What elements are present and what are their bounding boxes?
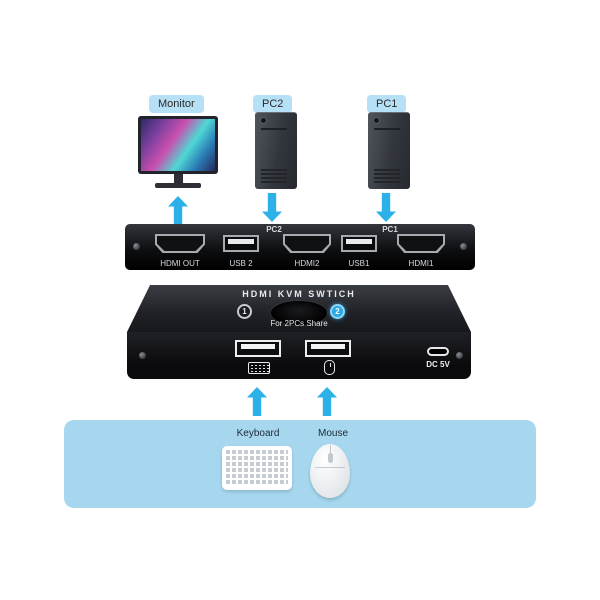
rear-panel: PC2 PC1 HDMI OUT USB 2 HDMI2 USB1 HDMI1 (125, 224, 475, 270)
mouse-usb-port (305, 340, 351, 357)
tower-vents (374, 169, 400, 183)
monitor-up-arrow-icon (168, 196, 188, 225)
pc1-down-arrow-icon (376, 193, 396, 222)
mouse-image (310, 444, 350, 498)
switch-front-face: DC 5V (127, 332, 471, 379)
tower-vents (261, 169, 287, 183)
device-title: HDMI KVM SWTICH (242, 289, 356, 299)
pc1-label: PC1 (367, 95, 407, 113)
keyboard-image (222, 446, 292, 490)
hdmi2-port (283, 234, 331, 253)
mouse-caption: Mouse (317, 428, 348, 439)
drive-slot (374, 128, 400, 130)
keyboard-caption: Keyboard (236, 428, 280, 439)
usb1-port (341, 235, 377, 252)
select-button-1: 1 (237, 304, 252, 319)
select-button-2: 2 (330, 304, 345, 319)
monitor-stand-neck (173, 174, 183, 183)
device-subtitle: For 2PCs Share (270, 319, 328, 328)
screw-icon (460, 243, 467, 250)
usb1-port-label: USB1 (348, 259, 370, 268)
port-shell (397, 234, 445, 253)
keyboard-usb-port (235, 340, 281, 357)
switch-top-face: HDMI KVM SWTICH 1 2 For 2PCs Share (127, 285, 471, 332)
mouse-scroll-wheel (327, 453, 333, 463)
drive-slot (261, 128, 287, 130)
power-button-icon (261, 118, 266, 123)
monitor-frame (138, 116, 218, 174)
port-cavity (157, 236, 203, 251)
pc2-label: PC2 (253, 95, 293, 113)
monitor-label: Monitor (149, 95, 204, 113)
monitor-screen (141, 119, 215, 171)
mouse-seam (315, 467, 345, 468)
monitor-image (138, 116, 218, 194)
usb-tongue (311, 344, 345, 349)
pc2-tower-image (255, 112, 297, 189)
port-cavity (285, 236, 329, 251)
screw-icon (456, 352, 463, 359)
hdmi-out-port-label: HDMI OUT (160, 259, 200, 268)
peripherals-panel: Keyboard Mouse (64, 420, 536, 508)
pc2-down-arrow-icon (262, 193, 282, 222)
monitor-stand-base (155, 183, 201, 188)
hdmi1-port (397, 234, 445, 253)
keyboard-keys (226, 450, 288, 486)
rear-group-label-pc2: PC2 (266, 225, 282, 234)
rear-group-label-pc1: PC1 (382, 225, 398, 234)
screw-icon (133, 243, 140, 250)
hdmi2-port-label: HDMI2 (294, 259, 320, 268)
power-button-icon (374, 118, 379, 123)
port-cavity (343, 237, 375, 250)
port-shell (155, 234, 205, 253)
port-cavity (225, 237, 257, 250)
pc1-tower-image (368, 112, 410, 189)
hdmi1-port-label: HDMI1 (408, 259, 434, 268)
power-port-label: DC 5V (426, 360, 450, 369)
usb2-port-label: USB 2 (229, 259, 253, 268)
port-cavity (399, 236, 443, 251)
usb-tongue (228, 239, 254, 244)
usb-tongue (241, 344, 275, 349)
mouse-up-arrow-icon (317, 387, 337, 416)
usb2-port (223, 235, 259, 252)
usb-tongue (346, 239, 372, 244)
keyboard-up-arrow-icon (247, 387, 267, 416)
logo-oval (271, 301, 327, 325)
port-shell (283, 234, 331, 253)
screw-icon (139, 352, 146, 359)
keyboard-icon (248, 362, 270, 374)
hdmi-out-port (155, 234, 205, 253)
mouse-split-line (329, 445, 331, 454)
usb-c-power-port (427, 347, 449, 356)
mouse-icon (324, 360, 335, 375)
